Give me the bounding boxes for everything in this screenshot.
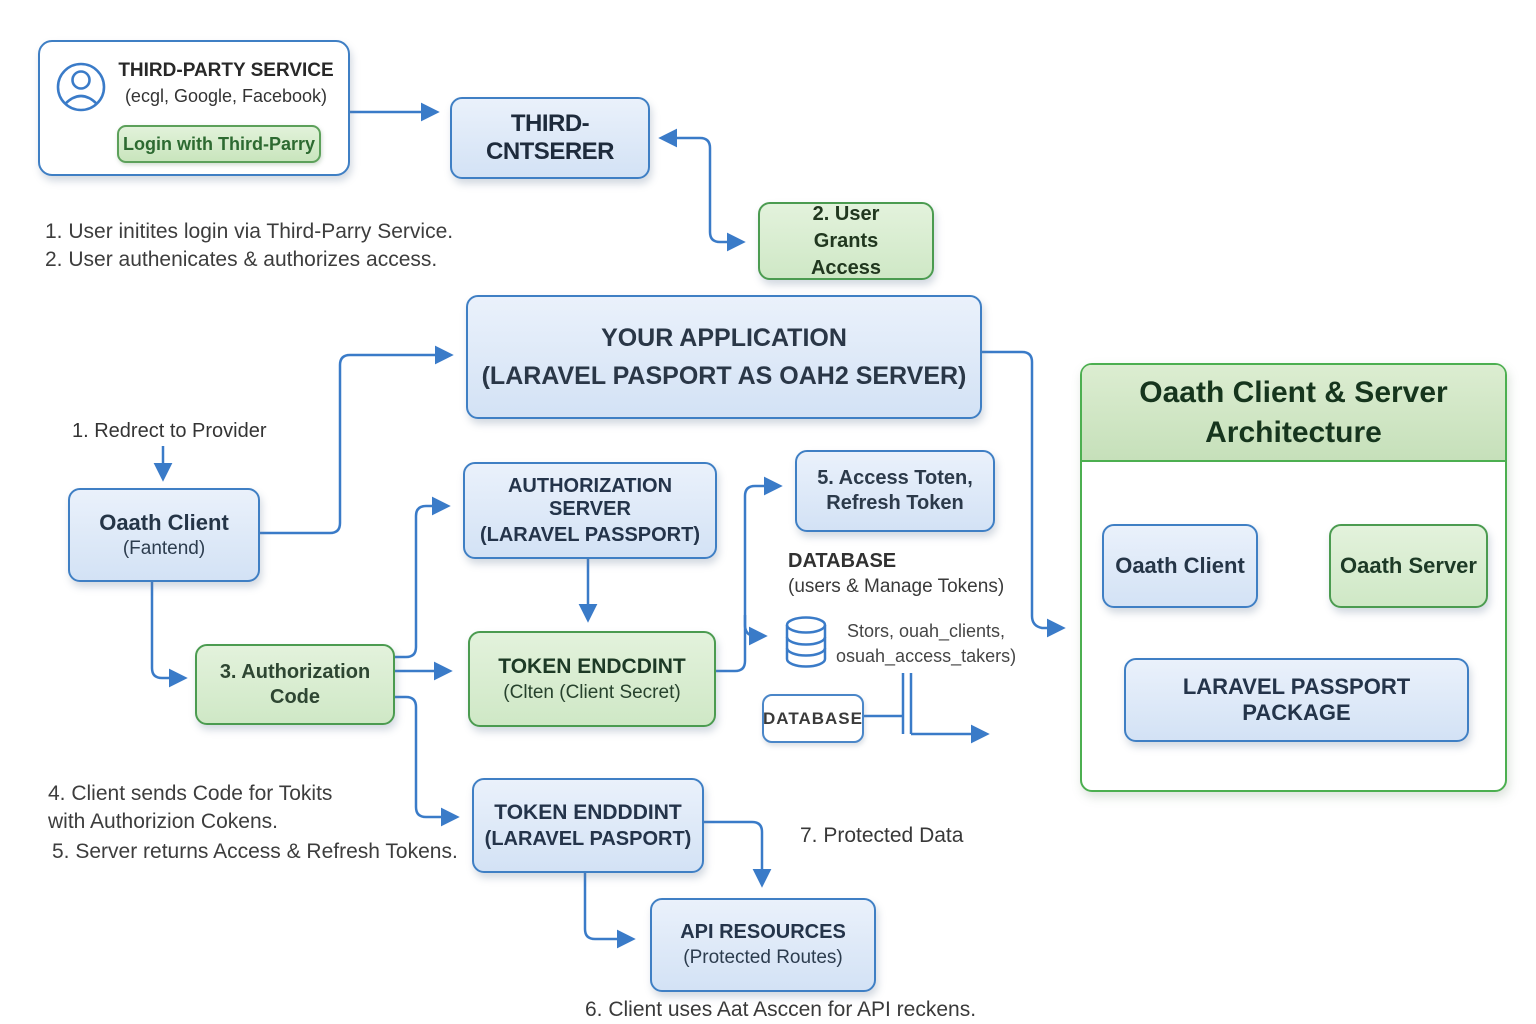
third-party-title: THIRD-PARTY SERVICE xyxy=(118,60,334,81)
user-icon xyxy=(54,58,110,125)
arrow-tokenendpoint2-to-api-left xyxy=(583,869,636,949)
login-third-party-button[interactable]: Login with Third-Parry xyxy=(117,125,321,163)
authorization-server-line2: (LARAVEL PASSPORT) xyxy=(479,523,700,546)
bottom-caption: 6. Client uses Aat Asccen for API recken… xyxy=(585,998,977,1021)
panel-oauth-server-box: Oaath Server xyxy=(1329,524,1488,608)
user-grants-access-box: 2. User Grants Access xyxy=(758,202,934,280)
database-heading-line2: (users & Manage Tokens) xyxy=(788,576,1005,597)
third-server-label: THIRD-CNTSERER xyxy=(485,110,615,165)
step-5-text: 5. Server returns Access & Refresh Token… xyxy=(52,840,458,863)
architecture-title-line1: Oaath Client & Server xyxy=(1139,375,1448,409)
architecture-panel: Oaath Client & Server Architecture Oaath… xyxy=(1080,363,1507,792)
authorization-code-line2: Code xyxy=(270,685,320,708)
token-endpoint-blue-box: TOKEN ENDDDINT (LARAVEL PASPORT) xyxy=(472,778,704,873)
step-1-text: 1. User initites login via Third-Parry S… xyxy=(45,220,454,243)
authorization-code-line1: 3. Authorization xyxy=(219,660,371,683)
access-token-box: 5. Access Toten, Refresh Token xyxy=(795,450,995,532)
db-store-note-line1: Stors, ouah_clients, xyxy=(846,621,1006,641)
panel-passport-package-box: LARAVEL PASSPORT PACKAGE xyxy=(1124,658,1469,742)
db-store-note-line2: osuah_access_takers) xyxy=(836,646,1017,666)
arrow-tokenendpoint2-to-api xyxy=(701,820,772,888)
api-resources-box: API RESOURCES (Protected Routes) xyxy=(650,898,876,992)
database-heading-line1: DATABASE xyxy=(788,550,897,572)
db-store-note: Stors, ouah_clients, osuah_access_takers… xyxy=(836,621,1016,667)
arrow-tokenendpoint-to-accesstoken xyxy=(713,476,783,673)
third-party-subtitle: (ecgl, Google, Facebook) xyxy=(124,86,328,106)
redirect-to-provider-label: 1. Redrect to Provider xyxy=(72,420,267,442)
step-4-text-line2: with Authorizion Cokens. xyxy=(48,810,278,833)
token-endpoint-green-line1: TOKEN ENDCDINT xyxy=(498,654,686,678)
arrow-tokenendpoint-to-database xyxy=(743,615,768,646)
access-token-line2: Refresh Token xyxy=(826,492,964,514)
architecture-panel-header: Oaath Client & Server Architecture xyxy=(1082,365,1505,462)
user-grants-access-label: 2. User Grants Access xyxy=(810,202,882,279)
architecture-title-line2: Architecture xyxy=(1205,415,1382,449)
step-4-text-line1: 4. Client sends Code for Tokits xyxy=(48,782,333,805)
authorization-code-box: 3. Authorization Code xyxy=(195,644,395,725)
oauth-client-line1: Oaath Client xyxy=(99,510,229,535)
arrow-authcode-to-authserver xyxy=(391,496,451,659)
your-application-box: YOUR APPLICATION (LARAVEL PASPORT AS OAH… xyxy=(466,295,982,419)
panel-passport-package-label: LARAVEL PASSPORT PACKAGE xyxy=(1182,674,1411,725)
your-application-line1: YOUR APPLICATION xyxy=(601,324,847,352)
database-icon xyxy=(783,615,829,676)
panel-oauth-server-label: Oaath Server xyxy=(1340,553,1477,578)
protected-data-label: 7. Protected Data xyxy=(800,824,964,847)
authorization-server-line1: AUTHORIZATION SERVER xyxy=(507,474,673,520)
arrow-authcode-to-tokenendpoint2 xyxy=(391,695,460,827)
step-2-text: 2. User authenicates & authorizes access… xyxy=(45,248,438,271)
panel-oauth-client-box: Oaath Client xyxy=(1102,524,1258,608)
api-resources-line2: (Protected Routes) xyxy=(683,947,843,968)
access-token-line1: 5. Access Toten, xyxy=(817,467,973,489)
oauth-client-line2: (Fantend) xyxy=(122,538,206,559)
token-endpoint-green-box: TOKEN ENDCDINT (Clten (Client Secret) xyxy=(468,631,716,727)
arrow-client-to-authcode xyxy=(150,579,188,688)
token-endpoint-blue-line2: (LARAVEL PASPORT) xyxy=(484,827,692,850)
your-application-line2: (LARAVEL PASPORT AS OAH2 SERVER) xyxy=(481,362,967,390)
oauth-client-box: Oaath Client (Fantend) xyxy=(68,488,260,582)
arrow-grants-to-server xyxy=(658,128,712,188)
arrow-server-to-grants xyxy=(708,188,746,252)
arrow-client-to-application xyxy=(256,345,454,535)
third-server-box: THIRD-CNTSERER xyxy=(450,97,650,179)
token-endpoint-blue-line1: TOKEN ENDDDINT xyxy=(494,800,682,824)
panel-oauth-client-label: Oaath Client xyxy=(1115,553,1245,578)
token-endpoint-green-line2: (Clten (Client Secret) xyxy=(503,681,681,703)
authorization-server-box: AUTHORIZATION SERVER (LARAVEL PASSPORT) xyxy=(463,462,717,559)
api-resources-line1: API RESOURCES xyxy=(680,921,846,943)
database-heading: DATABASE (users & Manage Tokens) xyxy=(788,550,1018,598)
third-party-service-card: THIRD-PARTY SERVICE (ecgl, Google, Faceb… xyxy=(38,40,350,176)
database-chip: DATABASE xyxy=(762,694,864,743)
